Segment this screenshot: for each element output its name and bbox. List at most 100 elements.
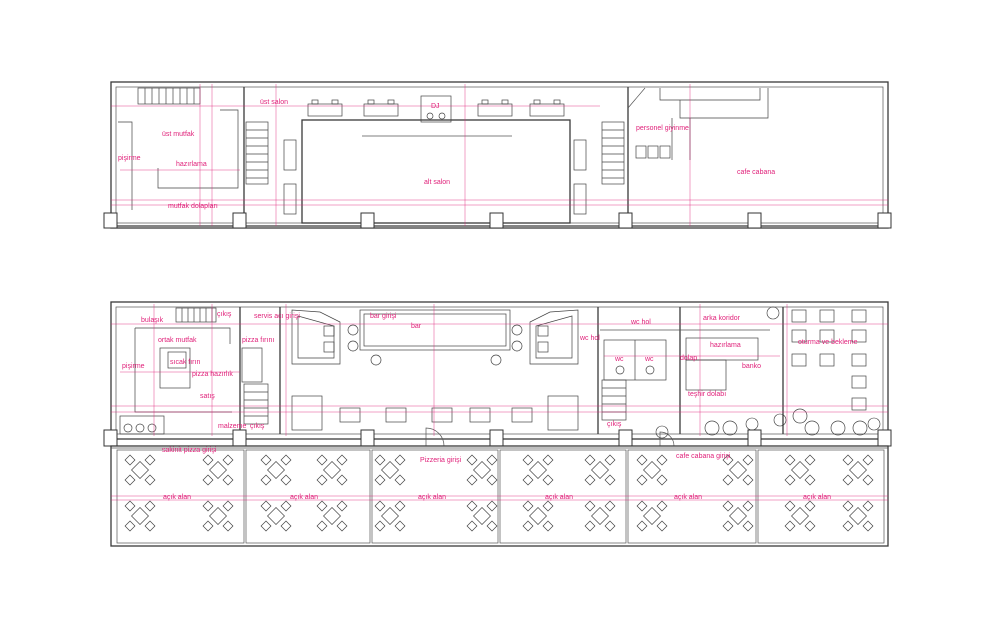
- terrace-chair: [144, 454, 156, 466]
- terrace-chair: [144, 500, 156, 512]
- terrace-table: [643, 507, 661, 525]
- terrace-chair: [522, 520, 534, 532]
- terrace-chair: [316, 520, 328, 532]
- label-pizza-hazirlik: pizza hazırlık: [192, 371, 233, 378]
- label-ust-salon: üst salon: [260, 99, 288, 106]
- terrace-chair: [784, 454, 796, 466]
- label-acik-alan-2: açık alan: [290, 494, 318, 501]
- terrace-table: [791, 461, 809, 479]
- ground-dimension-lines: [111, 304, 888, 436]
- terrace-chair: [804, 520, 816, 532]
- label-wc-hol-right: wc hol: [630, 319, 651, 326]
- terrace-chair: [742, 474, 754, 486]
- terrace-chair: [804, 454, 816, 466]
- bar-counter: [291, 309, 579, 366]
- terrace-chair: [202, 454, 214, 466]
- terrace-chair: [144, 474, 156, 486]
- terrace-chair: [604, 500, 616, 512]
- label-dj: DJ: [431, 103, 440, 110]
- terrace-chair: [584, 520, 596, 532]
- terrace-chair: [374, 500, 386, 512]
- terrace-chair: [636, 474, 648, 486]
- terrace-chair: [636, 520, 648, 532]
- label-cafe-cabana-giris: cafe cabana girişi: [676, 453, 731, 460]
- terrace-chair: [542, 520, 554, 532]
- terrace-chair: [374, 520, 386, 532]
- stair-ground-right: [601, 379, 627, 421]
- terrace-chair: [124, 500, 136, 512]
- label-sicak-firin: sıcak fırın: [170, 359, 200, 366]
- terrace-chair: [656, 520, 668, 532]
- terrace-chair: [584, 474, 596, 486]
- terrace-table: [729, 507, 747, 525]
- terrace-chair: [722, 500, 734, 512]
- terrace-chair: [222, 500, 234, 512]
- terrace-chair: [316, 454, 328, 466]
- terrace-chair: [260, 474, 272, 486]
- terrace-chair: [466, 454, 478, 466]
- dj-booth: [420, 95, 452, 123]
- label-acik-alan-4: açık alan: [545, 494, 573, 501]
- terrace-table: [849, 461, 867, 479]
- label-pizza-giris: sakinit pizza girişi: [162, 447, 217, 454]
- stair-upper-right: [601, 121, 625, 185]
- terrace-chair: [656, 474, 668, 486]
- label-bar: bar: [411, 323, 422, 330]
- terrace-chair: [604, 454, 616, 466]
- terrace-table: [381, 461, 399, 479]
- terrace-chair: [842, 454, 854, 466]
- pizza-oven: [241, 347, 263, 383]
- terrace-chair: [260, 500, 272, 512]
- terrace-chair: [522, 474, 534, 486]
- stair-ground-left: [243, 383, 269, 425]
- terrace-table: [381, 507, 399, 525]
- planters: [655, 306, 881, 439]
- terrace-table: [267, 461, 285, 479]
- terrace-chair: [374, 454, 386, 466]
- label-bulasik: bulaşık: [141, 317, 164, 324]
- terrace-chair: [486, 520, 498, 532]
- terrace-chair: [604, 520, 616, 532]
- terrace-chair: [316, 474, 328, 486]
- terrace-chair: [542, 474, 554, 486]
- label-satis: satış: [200, 393, 215, 400]
- terrace-chair: [862, 474, 874, 486]
- terrace-table: [643, 461, 661, 479]
- stair-ground-kitchen: [175, 307, 217, 323]
- terrace-chair: [722, 474, 734, 486]
- terrace-table: [323, 507, 341, 525]
- terrace-table: [209, 461, 227, 479]
- label-banko: banko: [742, 363, 761, 370]
- terrace-chair: [124, 520, 136, 532]
- terrace-chair: [124, 454, 136, 466]
- label-dolap: dolap: [680, 355, 697, 362]
- label-cikis-right: çıkış: [217, 311, 232, 318]
- terrace-chair: [842, 474, 854, 486]
- terrace-chair: [542, 500, 554, 512]
- label-bar-girisi: bar girişi: [370, 313, 397, 320]
- label-pisirme-upper: pişirme: [118, 155, 141, 162]
- terrace-chair: [486, 500, 498, 512]
- label-acik-alan-1: açık alan: [163, 494, 191, 501]
- label-cafe-cabana-upper: cafe cabana: [737, 169, 775, 176]
- terrace-chair: [842, 500, 854, 512]
- terrace-chair: [280, 500, 292, 512]
- terrace-chair: [522, 500, 534, 512]
- terrace-chair: [222, 474, 234, 486]
- terrace-table: [591, 507, 609, 525]
- terrace-chair: [584, 454, 596, 466]
- terrace-chair: [722, 520, 734, 532]
- label-alt-salon: alt salon: [424, 179, 450, 186]
- terrace-chair: [656, 500, 668, 512]
- label-cikis-left: çıkış: [607, 421, 622, 428]
- label-teshir-dolabi: teşhir dolabı: [688, 391, 726, 398]
- terrace-chair: [722, 454, 734, 466]
- terrace-chair: [202, 474, 214, 486]
- terrace-table: [323, 461, 341, 479]
- terrace-chair: [636, 500, 648, 512]
- terrace-chair: [260, 520, 272, 532]
- terrace-chair: [280, 520, 292, 532]
- terrace-chair: [784, 520, 796, 532]
- label-servis-aci-girisi: servis açı girişi: [254, 313, 300, 320]
